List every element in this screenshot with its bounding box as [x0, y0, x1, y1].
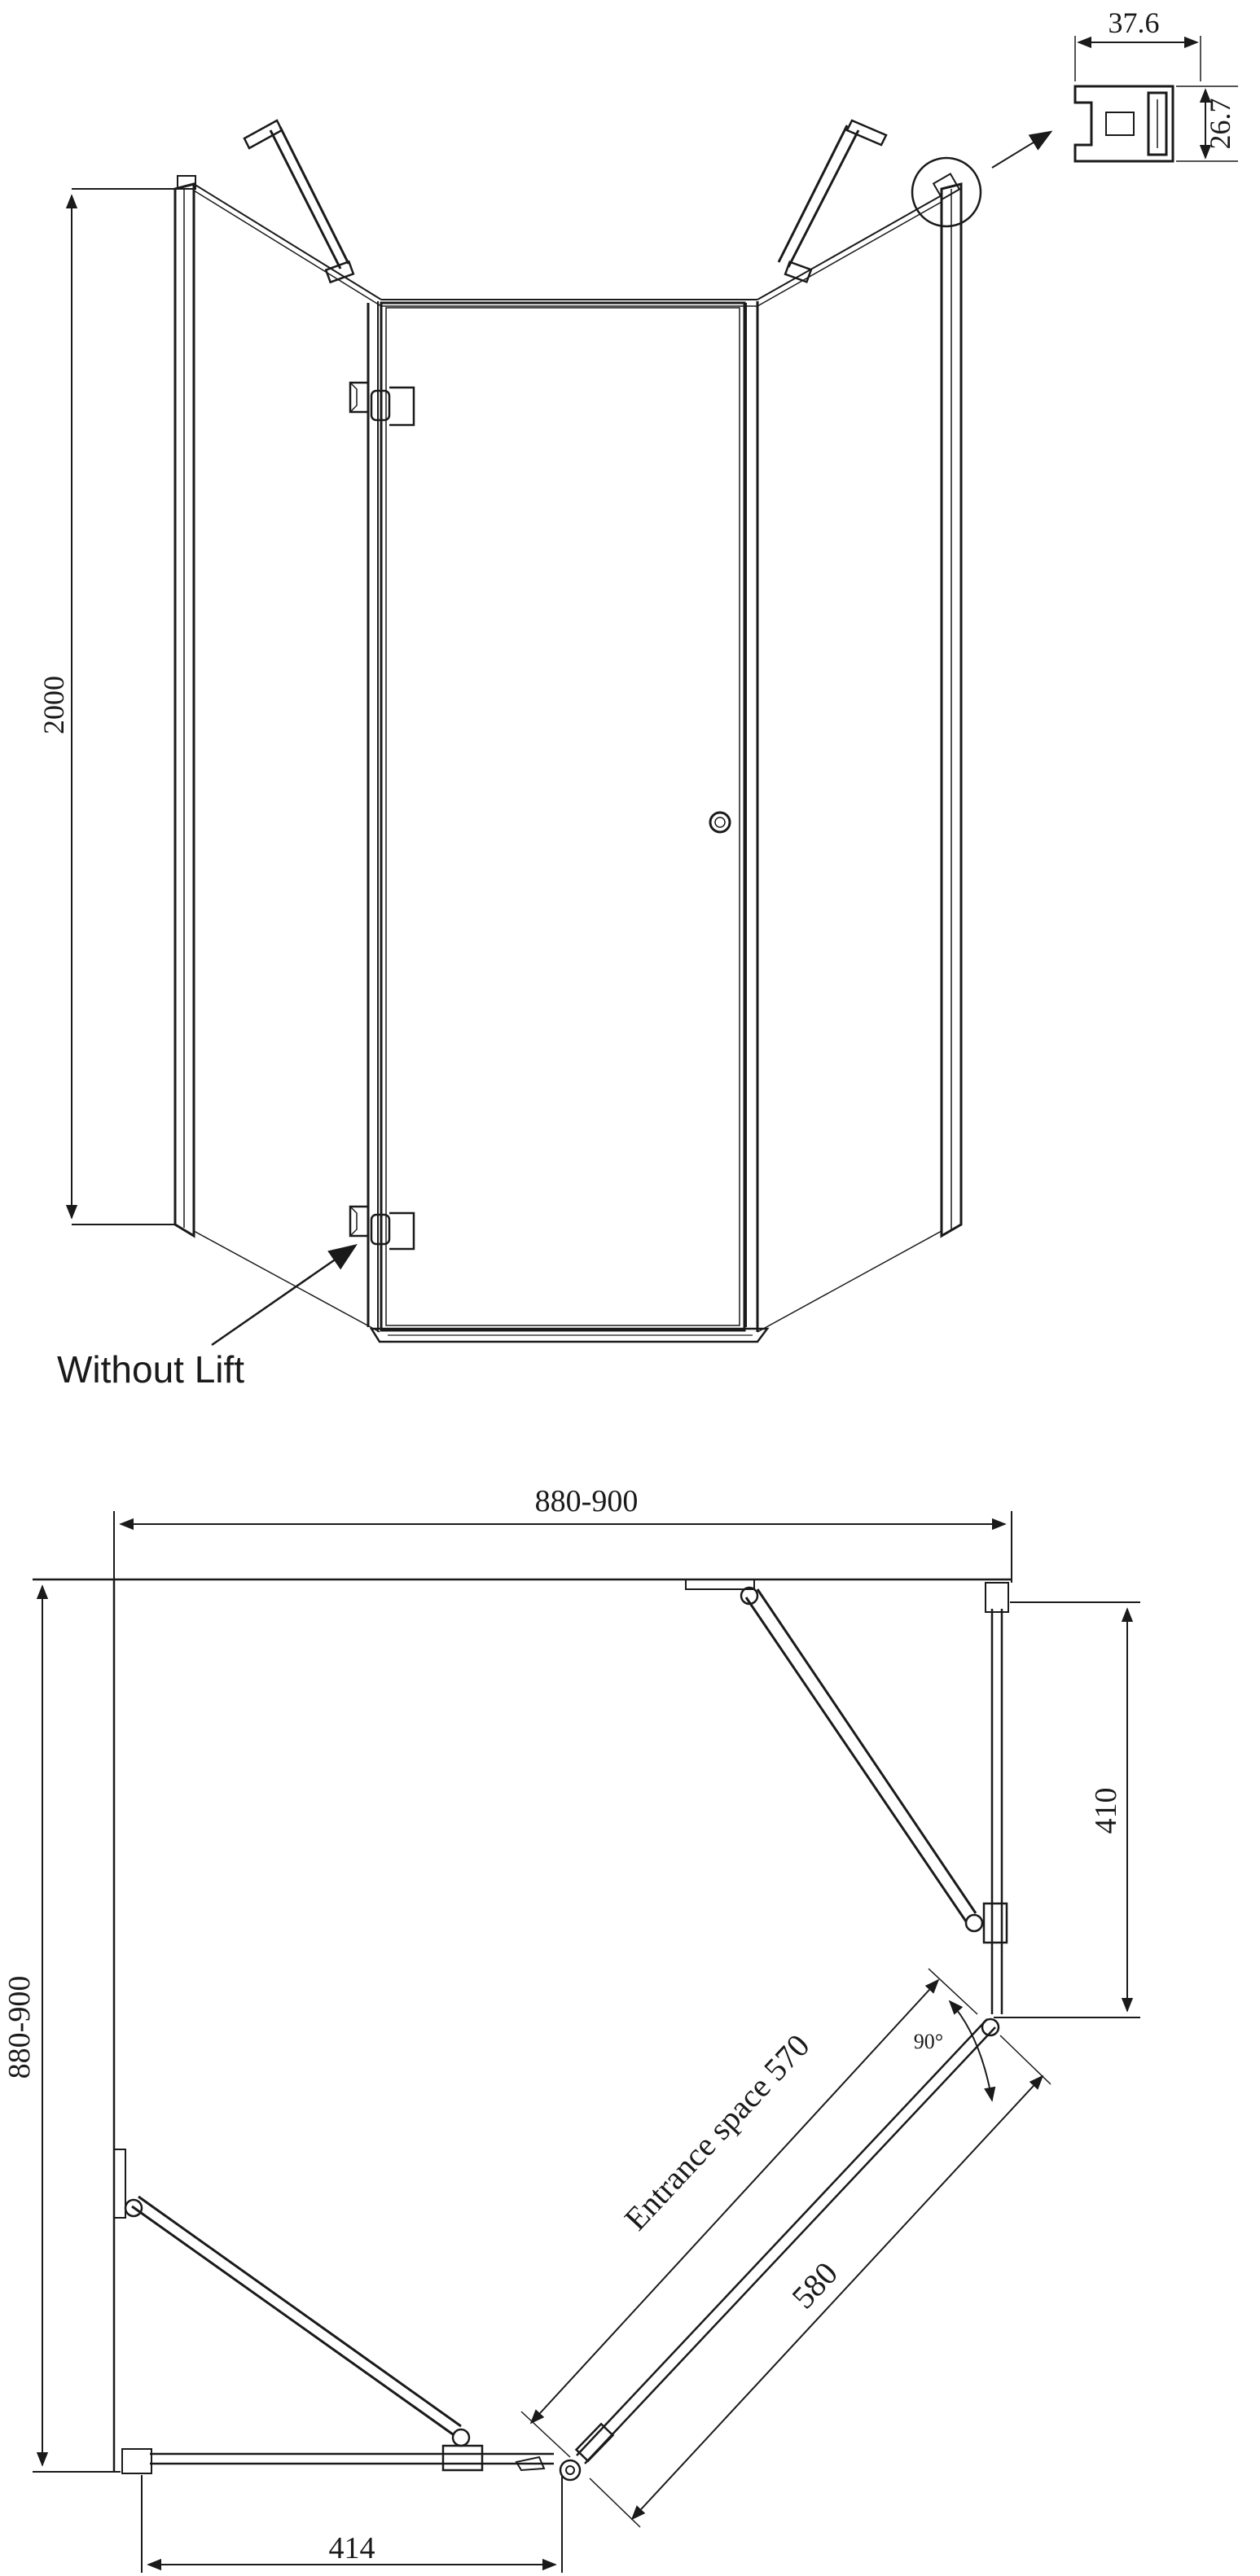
without-lift-label: Without Lift [57, 1348, 244, 1391]
left-support-bar [243, 119, 355, 284]
overall-depth-label: 880-900 [2, 1976, 37, 2079]
right-support-bar [777, 119, 888, 283]
side-panel-410-dimension: 410 [994, 1601, 1140, 2018]
bottom-side-panel [121, 2444, 554, 2474]
overall-width-dimension: 880-900 [113, 1484, 1012, 2451]
profile-callout [911, 130, 1053, 228]
door-580-label: 580 [784, 2255, 845, 2316]
profile-width-dim: 37.6 [1074, 7, 1201, 81]
profile-width-label: 37.6 [1109, 7, 1160, 39]
side-panel-414-dimension: 414 [141, 2475, 563, 2573]
height-dim-label: 2000 [37, 676, 70, 734]
opening-angle: 90° [914, 2000, 996, 2102]
plan-left-support-bar [131, 2195, 471, 2447]
overall-depth-dimension: 880-900 [2, 1578, 1012, 2473]
entrance-space-dimension: Entrance space 570 [520, 1968, 978, 2458]
door-knob [709, 811, 731, 834]
entrance-space-label: Entrance space 570 [617, 2027, 817, 2237]
plan-right-support-bar [744, 1588, 984, 1933]
plan-view: 880-900 880-900 [2, 1484, 1140, 2573]
top-hinge [349, 381, 415, 427]
bottom-hinge [349, 1205, 415, 1251]
profile-depth-dim: 26.7 [1176, 85, 1238, 162]
door-panel [369, 301, 770, 1343]
side-panel-414-label: 414 [329, 2531, 375, 2565]
profile-depth-label: 26.7 [1204, 99, 1236, 150]
height-dimension: 2000 [37, 188, 175, 1225]
left-fixed-panel [173, 175, 196, 1238]
side-panel-410-label: 410 [1089, 1788, 1123, 1834]
right-angled-panel [745, 301, 759, 1332]
overall-width-label: 880-900 [535, 1484, 639, 1518]
profile-section [1073, 85, 1174, 163]
front-view: 2000 [37, 7, 1238, 1391]
left-angled-panel [367, 301, 379, 1332]
right-fixed-panel [932, 173, 963, 1238]
right-side-panel [982, 1582, 1009, 2014]
opening-angle-label: 90° [914, 2030, 943, 2053]
without-lift-callout: Without Lift [57, 1244, 358, 1391]
